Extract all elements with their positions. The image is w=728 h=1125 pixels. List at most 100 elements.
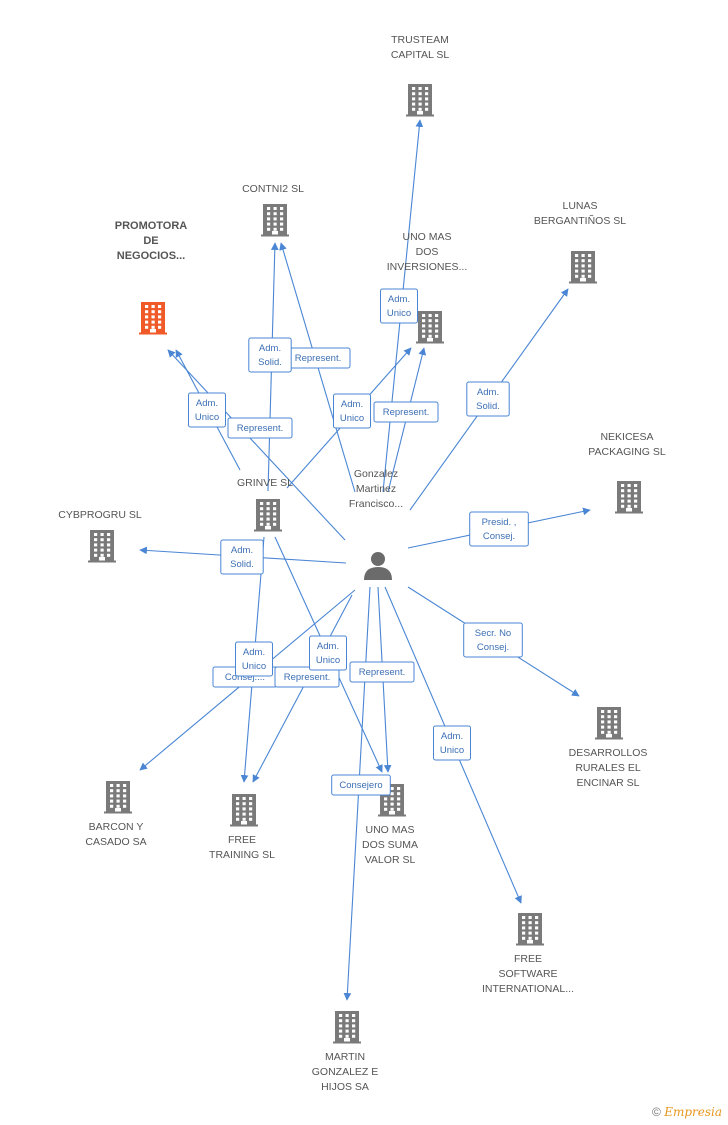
- relation-label-text: Adm.: [388, 294, 410, 305]
- copyright-mark: ©: [652, 1105, 661, 1119]
- relation-label-freesoftware[interactable]: Adm.Unico: [433, 725, 471, 761]
- company-name-martin-line: HIJOS SA: [321, 1081, 369, 1093]
- relation-label-lunas[interactable]: Adm.Solid.: [466, 381, 510, 417]
- relation-label-box: [309, 635, 347, 671]
- company-name-desarrollos-line: DESARROLLOS: [569, 747, 648, 759]
- relation-label-text: Solid.: [476, 401, 500, 412]
- company-name-contni2[interactable]: CONTNI2 SL: [242, 183, 304, 195]
- relation-label-text: Represent.: [237, 423, 283, 434]
- person-name-line: Martinez: [356, 483, 396, 495]
- relation-label-box: [466, 381, 510, 417]
- building-icon: [595, 707, 623, 740]
- relation-label-text: Unico: [440, 745, 464, 756]
- edges-layer: [139, 119, 591, 1001]
- company-name-freesoftware-line: INTERNATIONAL...: [482, 983, 574, 995]
- company-name-nekicesa-line: NEKICESA: [600, 431, 653, 443]
- company-name-contni2-line: CONTNI2 SL: [242, 183, 304, 195]
- relation-label-box: [248, 337, 292, 373]
- brand-logo[interactable]: Empresia: [664, 1105, 722, 1119]
- relation-label-promotora[interactable]: Represent.: [227, 417, 293, 439]
- relation-label-contni2[interactable]: Represent.: [285, 347, 351, 369]
- company-name-barcon-line: BARCON Y: [89, 821, 144, 833]
- relation-label-box: [220, 539, 264, 575]
- relation-label-text: Represent.: [284, 672, 330, 683]
- relation-label-text: Adm.: [259, 343, 281, 354]
- building-icon: [615, 481, 643, 514]
- person-icon: [364, 552, 392, 580]
- person-name-line: Francisco...: [349, 498, 403, 510]
- relation-label-box: [227, 417, 293, 439]
- company-name-grinve[interactable]: GRINVE SL: [237, 477, 293, 489]
- company-name-unomas_suma-line: VALOR SL: [365, 854, 416, 866]
- relation-label-text: Solid.: [258, 357, 282, 368]
- relation-label-text: Unico: [242, 661, 266, 672]
- company-name-trusteam-line: CAPITAL SL: [391, 49, 450, 61]
- company-name-barcon-line: CASADO SA: [85, 836, 146, 848]
- relation-label-box: [274, 666, 340, 688]
- relation-label-box: [469, 511, 529, 547]
- relation-label-text: Adm.: [341, 399, 363, 410]
- relation-label-text: Represent.: [359, 667, 405, 678]
- relation-label-text: Unico: [316, 655, 340, 666]
- relation-label-contni2[interactable]: Adm. Solid.: [248, 337, 292, 373]
- relation-label-text: Consej....: [225, 672, 265, 683]
- company-name-freesoftware-line: FREE: [514, 953, 542, 965]
- relation-label-freetraining[interactable]: Adm.Unico: [235, 641, 273, 677]
- relation-label-text: Consej.: [483, 531, 515, 542]
- company-name-promotora[interactable]: PROMOTORADENEGOCIOS...: [115, 220, 188, 262]
- relation-label-unomas_inv[interactable]: Represent.: [373, 401, 439, 423]
- relation-label-freetraining[interactable]: Represent.: [274, 666, 340, 688]
- relation-label-box: [373, 401, 439, 423]
- relation-label-nekicesa[interactable]: Presid. ,Consej.: [469, 511, 529, 547]
- building-icon: [516, 913, 544, 946]
- relation-label-text: Represent.: [383, 407, 429, 418]
- relation-label-box: [188, 392, 226, 428]
- relation-label-box: [333, 393, 371, 429]
- relation-label-unomas_inv[interactable]: Adm. Unico: [333, 393, 371, 429]
- company-name-unomas_suma-line: UNO MAS: [365, 824, 414, 836]
- edge-labels-layer: Adm.UnicoRepresent.Adm.Solid.Adm.Solid.A…: [188, 288, 529, 796]
- company-name-grinve-line: GRINVE SL: [237, 477, 293, 489]
- relation-label-cybprogru[interactable]: Adm.Solid.: [220, 539, 264, 575]
- relation-label-box: [463, 622, 523, 658]
- relation-label-martin[interactable]: Consejero: [331, 774, 391, 796]
- relation-label-text: Consejero: [339, 780, 382, 791]
- footer: © Empresia: [652, 1105, 722, 1119]
- relation-label-text: Unico: [340, 413, 364, 424]
- relation-label-box: [235, 641, 273, 677]
- nodes-layer: GonzalezMartinezFrancisco...TRUSTEAMCAPI…: [58, 34, 666, 1093]
- building-icon: [254, 499, 282, 532]
- relation-label-unomas_suma[interactable]: Represent.: [349, 661, 415, 683]
- company-name-unomas_inv[interactable]: UNO MASDOSINVERSIONES...: [387, 231, 468, 273]
- relation-label-text: Unico: [387, 308, 411, 319]
- relation-label-unomas_suma[interactable]: Adm.Unico: [309, 635, 347, 671]
- company-name-freesoftware-line: SOFTWARE: [498, 968, 557, 980]
- relation-label-trusteam[interactable]: Adm. Unico: [380, 288, 418, 324]
- company-name-freesoftware[interactable]: FREE SOFTWARE INTERNATIONAL...: [482, 953, 574, 995]
- person-name[interactable]: GonzalezMartinezFrancisco...: [349, 468, 403, 510]
- company-name-lunas-line: BERGANTIÑOS SL: [534, 214, 626, 227]
- company-name-martin-line: MARTIN: [325, 1051, 365, 1063]
- company-name-cybprogru-line: CYBPROGRU SL: [58, 509, 142, 521]
- company-name-trusteam-line: TRUSTEAM: [391, 34, 449, 46]
- relation-label-text: Solid.: [230, 559, 254, 570]
- relation-label-text: Consej.: [477, 642, 509, 653]
- building-icon: [261, 204, 289, 237]
- building-icon: [406, 84, 434, 117]
- relation-label-promotora[interactable]: Adm.Unico: [188, 392, 226, 428]
- building-icon: [139, 302, 167, 335]
- company-name-cybprogru[interactable]: CYBPROGRU SL: [58, 509, 142, 521]
- building-icon: [88, 530, 116, 563]
- company-name-trusteam[interactable]: TRUSTEAM CAPITAL SL: [391, 34, 450, 61]
- company-name-barcon[interactable]: BARCON Y CASADO SA: [85, 821, 146, 848]
- company-name-promotora-line: DE: [143, 235, 158, 247]
- relation-edge-promotora: [167, 349, 346, 541]
